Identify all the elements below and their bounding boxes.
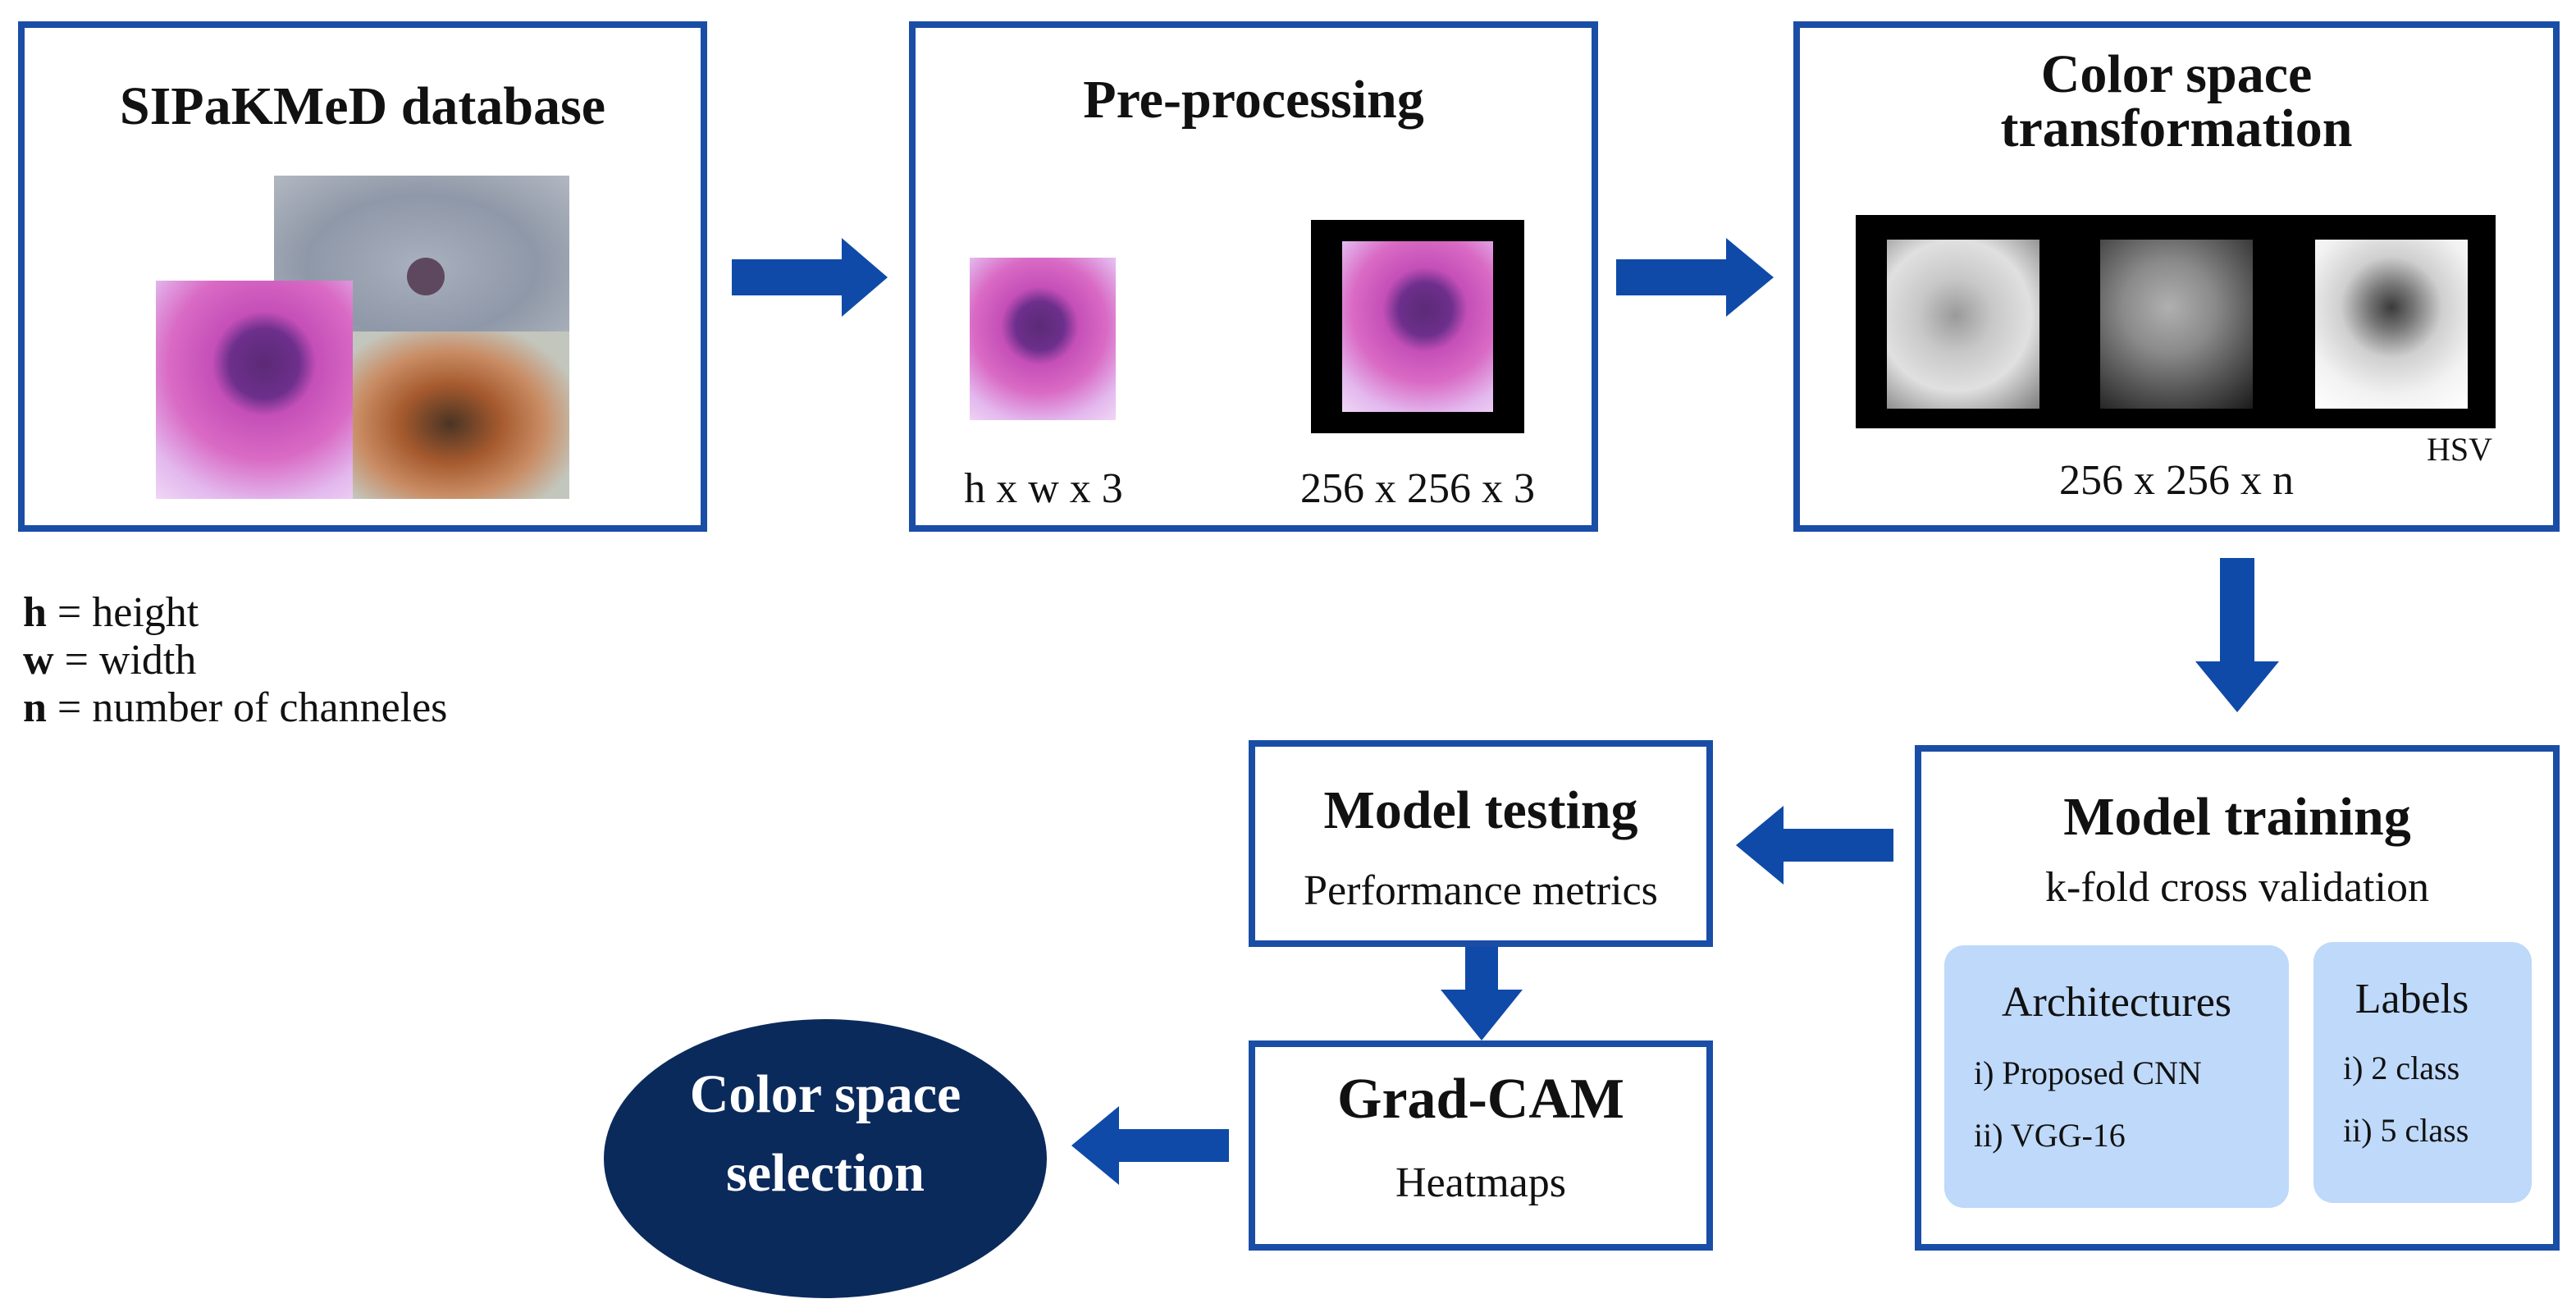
labels-item-2: ii) 5 class [2343, 1112, 2469, 1149]
selection-ellipse [604, 1019, 1047, 1298]
model-training-title: Model training [2063, 787, 2411, 847]
selection-line1: Color space [689, 1064, 961, 1124]
legend-item-n: n = number of channeles [23, 684, 448, 731]
arrow-transform-to-training [2195, 558, 2279, 712]
cell-image-pink [156, 281, 353, 499]
selection-line2: selection [726, 1143, 925, 1203]
input-dimensions: h x w x 3 [964, 465, 1123, 512]
value-channel-image [2315, 240, 2468, 409]
arrow-gradcam-to-selection [1071, 1106, 1229, 1185]
model-testing-box [1249, 740, 1713, 947]
arrow-db-to-preprocessing [732, 238, 888, 317]
color-transform-title-line1: Color space [2040, 44, 2313, 104]
color-transform-title-line2: transformation [2000, 98, 2353, 158]
architecture-item-2: ii) VGG-16 [1974, 1117, 2126, 1154]
cell-image-orange [353, 332, 569, 499]
padded-cell-image [1311, 220, 1524, 433]
model-testing-title: Model testing [1323, 780, 1638, 840]
hsv-label: HSV [2426, 431, 2493, 468]
hue-channel-image [1887, 240, 2039, 409]
arrow-testing-to-gradcam [1441, 945, 1523, 1040]
legend-item-h: h = height [23, 589, 199, 636]
gradcam-subtitle: Heatmaps [1395, 1159, 1566, 1206]
input-cell-image [970, 258, 1116, 420]
output-dimensions: 256 x 256 x 3 [1300, 465, 1535, 512]
architectures-heading: Architectures [2001, 979, 2232, 1026]
gradcam-box [1249, 1040, 1713, 1251]
hsv-channels-strip [1856, 215, 2496, 428]
arrow-preprocessing-to-transform [1616, 238, 1774, 317]
arrow-training-to-testing [1736, 806, 1893, 885]
labels-heading: Labels [2354, 976, 2469, 1022]
architecture-item-1: i) Proposed CNN [1974, 1054, 2202, 1091]
legend-item-w: w = width [23, 637, 197, 684]
labels-item-1: i) 2 class [2343, 1050, 2460, 1086]
transform-dimensions: 256 x 256 x n [2059, 457, 2294, 504]
saturation-channel-image [2100, 240, 2253, 409]
preprocessing-title: Pre-processing [1083, 70, 1424, 130]
model-testing-subtitle: Performance metrics [1304, 867, 1658, 914]
architectures-panel [1944, 945, 2289, 1208]
legend: h = height w = width n = number of chann… [23, 589, 447, 732]
model-training-subtitle: k-fold cross validation [2045, 864, 2429, 911]
database-title: SIPaKMeD database [119, 76, 606, 136]
gradcam-title: Grad-CAM [1337, 1068, 1624, 1131]
labels-panel [2313, 942, 2532, 1203]
